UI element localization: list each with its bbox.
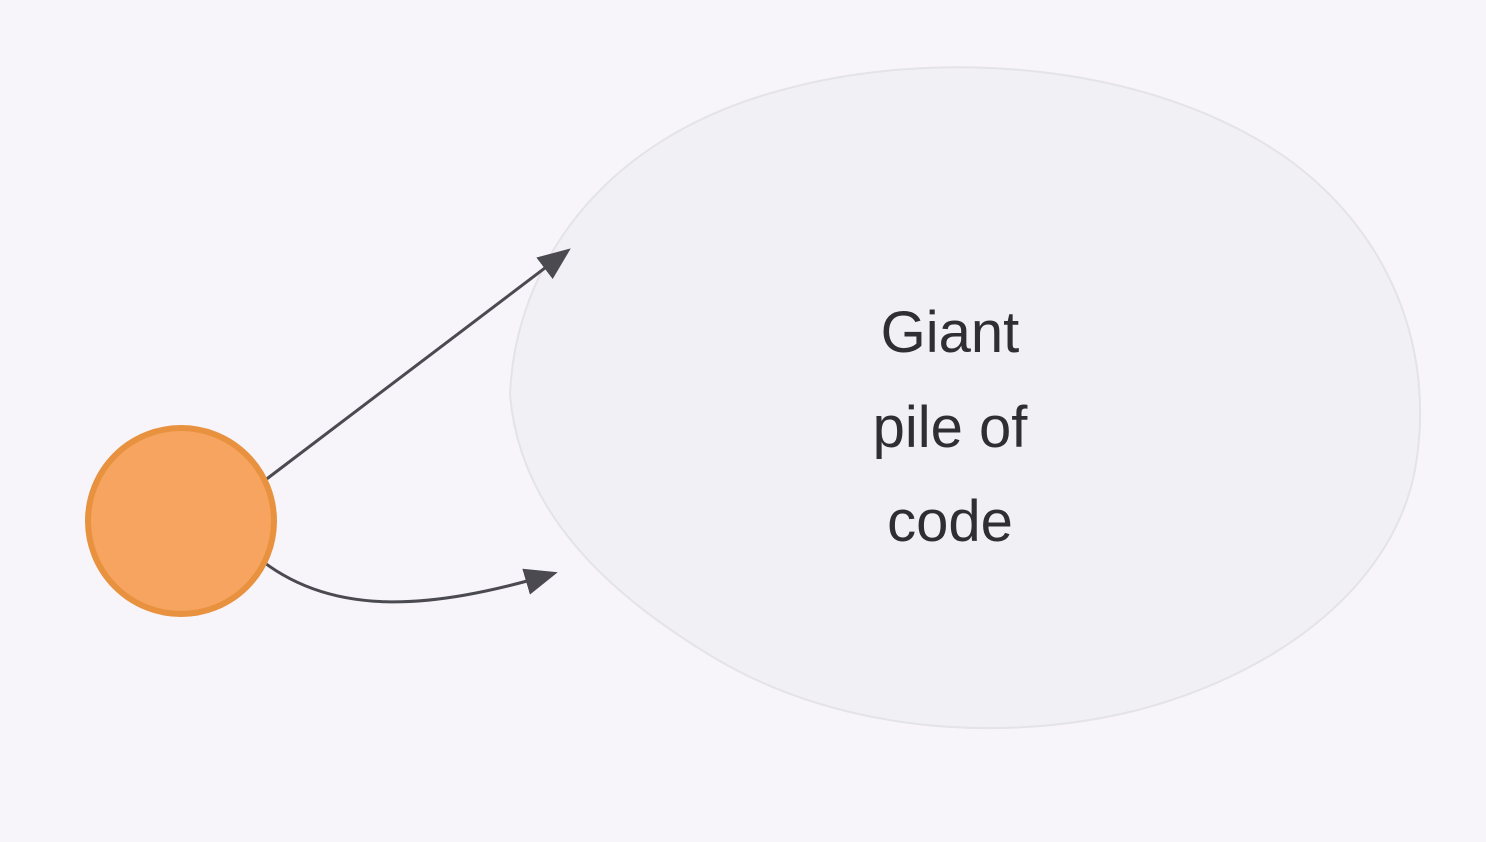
start-node-circle: [85, 425, 277, 617]
blob-label-line-1: Giant: [881, 300, 1020, 365]
arrow-straight-to-pile: [263, 248, 571, 483]
code-pile-blob: [508, 66, 1422, 730]
blob-label-line-2: pile of: [873, 395, 1029, 460]
blob-label-line-3: code: [887, 489, 1013, 554]
arrow-curved-to-pile: [255, 554, 558, 604]
